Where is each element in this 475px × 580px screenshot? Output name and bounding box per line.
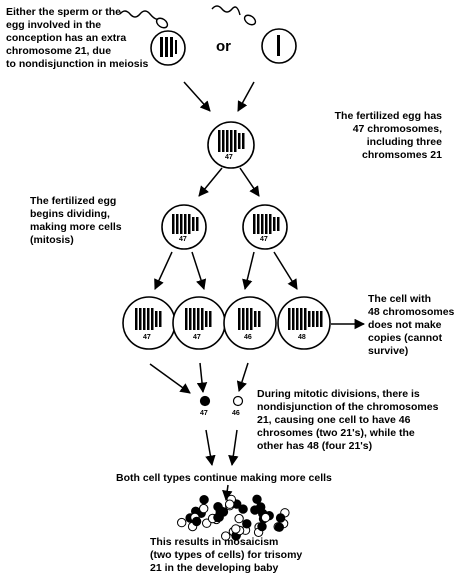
cluster-cell: [234, 513, 244, 524]
sperm-cell: [119, 10, 186, 66]
zygote-cell: [207, 121, 255, 169]
cluster-cell: [199, 503, 209, 514]
gen3-cell-c: [223, 296, 277, 350]
count-gen3-a: 47: [143, 334, 151, 341]
cluster-cell: [221, 531, 231, 541]
egg-cell: [211, 5, 297, 64]
count-zygote: 47: [225, 154, 233, 161]
gen2-left-cell: [161, 204, 207, 250]
count-gen2-left: 47: [179, 236, 187, 243]
mosaic-cell-cluster: [177, 494, 290, 541]
gen3-cell-d: [277, 296, 331, 350]
cluster-cell: [225, 499, 235, 509]
dot-black: [199, 395, 211, 407]
count-dot-white: 46: [232, 410, 240, 417]
label-result: This results in mosaicism (two types of …: [150, 536, 303, 574]
cluster-cell: [231, 524, 241, 534]
flow-arrows: [149, 81, 366, 502]
count-dot-black: 47: [200, 410, 208, 417]
cluster-cell: [250, 505, 260, 515]
cluster-cell: [199, 495, 209, 505]
label-nondisjunction: During mitotic divisions, there is nondi…: [257, 388, 439, 452]
label-or: or: [216, 38, 231, 55]
cluster-cell: [274, 522, 284, 532]
cluster-cell: [275, 513, 286, 523]
gen2-right-cell: [242, 204, 288, 250]
label-cell-48: The cell with 48 chromosomes does not ma…: [368, 293, 455, 357]
label-continue: Both cell types continue making more cel…: [116, 472, 332, 484]
dot-white: [232, 395, 244, 407]
gen3-cell-a: [122, 296, 176, 350]
cluster-cell: [177, 517, 187, 528]
label-dividing: The fertilized egg begins dividing, maki…: [30, 195, 122, 246]
cluster-cell: [260, 512, 271, 523]
label-sperm-or-egg: Either the sperm or the egg involved in …: [6, 6, 149, 70]
cluster-cell: [257, 521, 267, 532]
cluster-cell: [215, 507, 226, 518]
count-gen3-b: 47: [193, 334, 201, 341]
cluster-cell: [242, 519, 252, 529]
label-fertilized-egg: The fertilized egg has 47 chromosomes, i…: [334, 110, 442, 161]
count-gen2-right: 47: [260, 236, 268, 243]
count-gen3-c: 46: [244, 334, 252, 341]
count-gen3-d: 48: [298, 334, 306, 341]
cluster-cell: [238, 504, 248, 514]
cluster-cell: [191, 516, 202, 527]
cluster-cell: [252, 494, 262, 504]
